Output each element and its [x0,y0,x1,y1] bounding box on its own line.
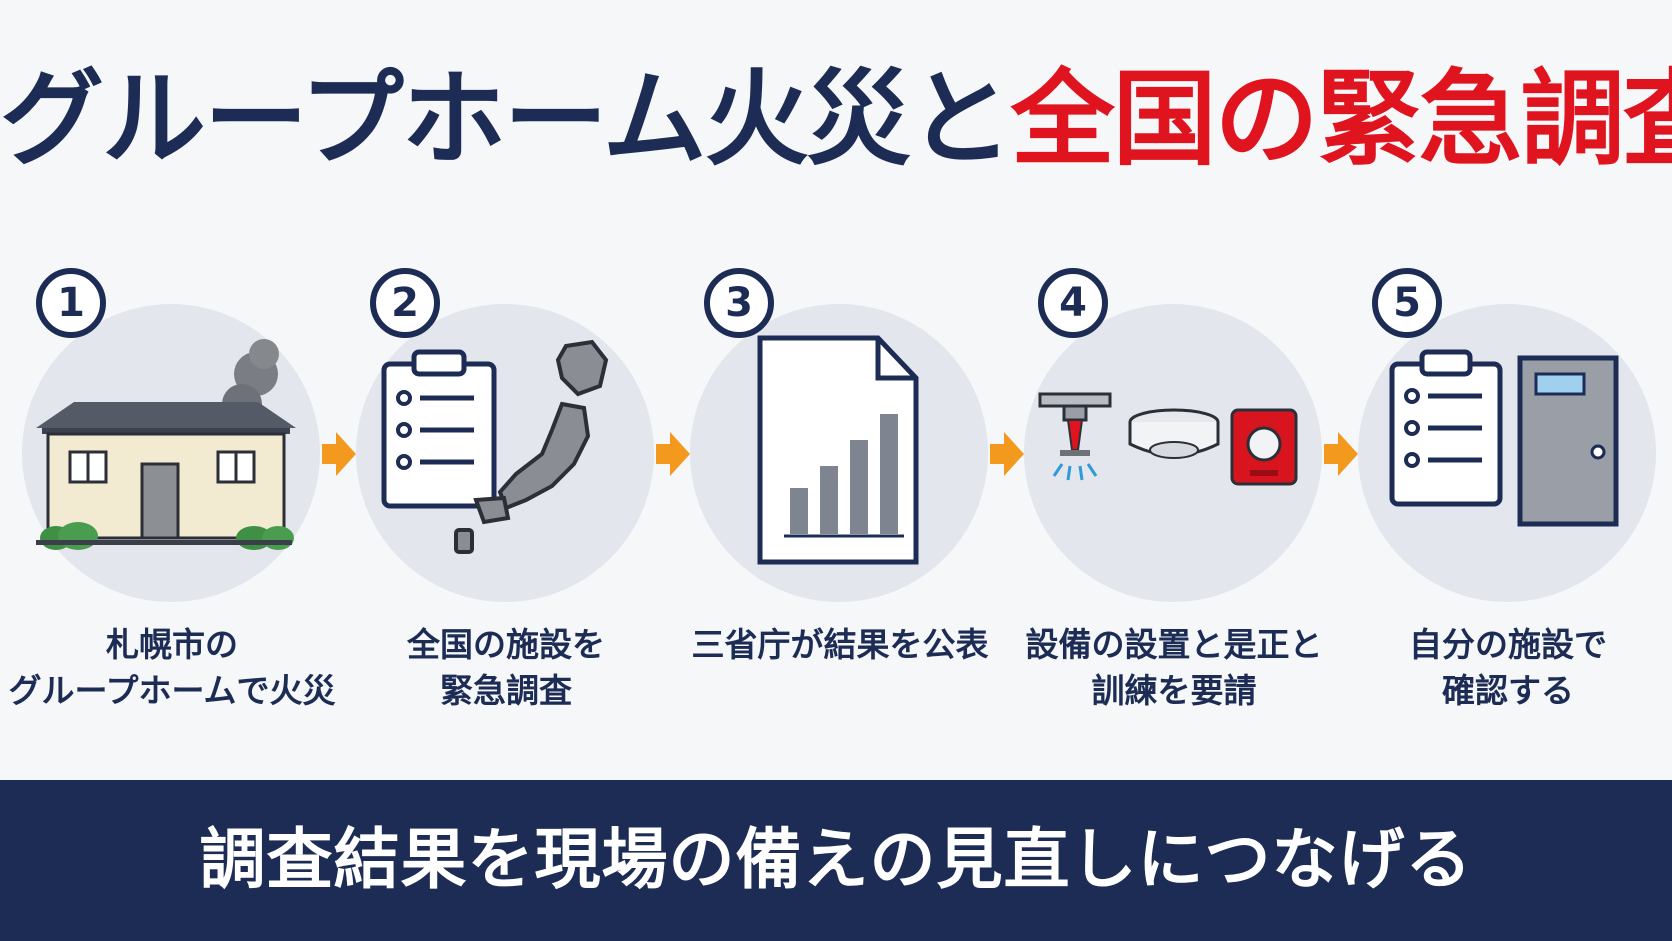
step-caption: 設備の設置と是正と 訓練を要請 [994,622,1354,714]
banner-text: 調査結果を現場の備えの見直しにつなげる [199,821,1473,898]
step-illustration [690,304,988,602]
step-caption: 三省庁が結果を公表 [660,622,1020,668]
step-caption: 自分の施設で 確認する [1328,622,1672,714]
clipboard-door-icon [1389,349,1619,527]
step-illustration [356,304,654,602]
bottom-banner: 調査結果を現場の備えの見直しにつなげる [0,780,1672,941]
house-fire-icon [36,339,296,550]
step-3: 3 三省庁が結果を公表 [690,258,990,728]
caption-line: 確認する [1442,671,1574,710]
step-2: 2 全国の施設を 緊急調査 [356,258,656,728]
fire-alarm-button-icon [1230,408,1298,486]
step-illustration [1358,304,1656,602]
caption-line: 訓練を要請 [1091,671,1257,710]
step-number: 3 [704,268,774,338]
step-5: 5 自分の施設で 確認する [1358,258,1658,728]
step-caption: 札幌市の グループホームで火災 [0,622,352,714]
arrow-right-icon [1324,432,1358,476]
arrow-right-icon [656,432,690,476]
caption-line: 三省庁が結果を公表 [691,625,989,664]
caption-line: 全国の施設を [407,625,605,664]
title-part-1: グループホーム火災と [0,58,1013,180]
clipboard-japan-map-icon [381,339,609,554]
step-number: 5 [1372,268,1442,338]
title-part-2: 全国の緊急調査 [1010,58,1672,180]
fire-equipment-icon [1038,392,1298,486]
step-1: 1 札 [8,258,336,728]
step-number: 2 [370,268,440,338]
caption-line: 設備の設置と是正と [1025,625,1323,664]
page-title: グループホーム火災と全国の緊急調査 [0,62,1672,176]
caption-line: 自分の施設で [1409,625,1607,664]
caption-line: 緊急調査 [440,671,572,710]
step-illustration [22,304,320,602]
arrow-right-icon [990,432,1024,476]
smoke-detector-icon [1128,408,1220,459]
sprinkler-icon [1038,392,1112,481]
step-caption: 全国の施設を 緊急調査 [326,622,686,714]
report-bar-chart-icon [757,335,919,565]
step-4: 4 [1024,258,1324,728]
arrow-right-icon [322,432,356,476]
step-number: 1 [36,268,106,338]
caption-line: グループホームで火災 [8,671,336,710]
caption-line: 札幌市の [106,625,238,664]
step-illustration [1024,304,1322,602]
step-number: 4 [1038,268,1108,338]
